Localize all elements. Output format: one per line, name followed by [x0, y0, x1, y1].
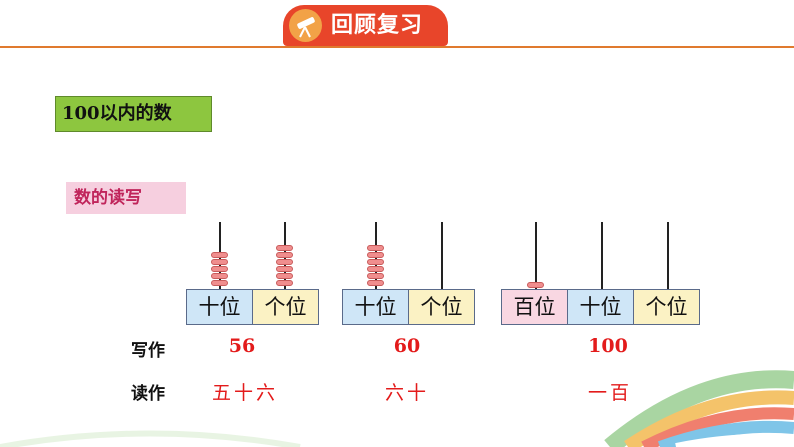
header-divider: [0, 46, 794, 48]
bead: [367, 280, 384, 286]
section-label: 数的读写: [66, 182, 186, 214]
written-number: 60: [393, 335, 421, 357]
bead: [367, 273, 384, 279]
abacus-rod: [667, 222, 669, 289]
telescope-icon: [289, 9, 322, 42]
bead: [211, 280, 228, 286]
header-title: 回顾复习: [331, 13, 424, 38]
bead: [276, 245, 293, 251]
abacus-rod: [535, 222, 537, 289]
abacus-rod: [441, 222, 443, 289]
bead: [211, 252, 228, 258]
bead: [211, 259, 228, 265]
read-row-label: 读作: [131, 384, 165, 404]
abacus-rod: [601, 222, 603, 289]
bead: [367, 245, 384, 251]
number-reading: 五十六: [211, 382, 278, 404]
written-number: 56: [228, 335, 256, 357]
bead: [211, 266, 228, 272]
tens-place-box: 十位: [186, 289, 253, 325]
bead: [276, 280, 293, 286]
write-row-label: 写作: [131, 341, 165, 361]
hundreds-place-box: 百位: [501, 289, 568, 325]
tens-place-box: 十位: [567, 289, 634, 325]
number-reading: 一百: [587, 382, 632, 404]
bead: [367, 252, 384, 258]
topic-label: 100以内的数: [55, 96, 212, 132]
ones-place-box: 个位: [252, 289, 319, 325]
written-number: 100: [588, 335, 628, 357]
tens-place-box: 十位: [342, 289, 409, 325]
bead: [276, 273, 293, 279]
ones-place-box: 个位: [408, 289, 475, 325]
bead: [276, 252, 293, 258]
bead: [211, 273, 228, 279]
header-banner: 回顾复习: [283, 5, 448, 46]
bead: [276, 259, 293, 265]
bead: [367, 266, 384, 272]
bead: [276, 266, 293, 272]
number-reading: 六十: [384, 382, 429, 404]
bead: [527, 282, 544, 288]
bead: [367, 259, 384, 265]
ones-place-box: 个位: [633, 289, 700, 325]
